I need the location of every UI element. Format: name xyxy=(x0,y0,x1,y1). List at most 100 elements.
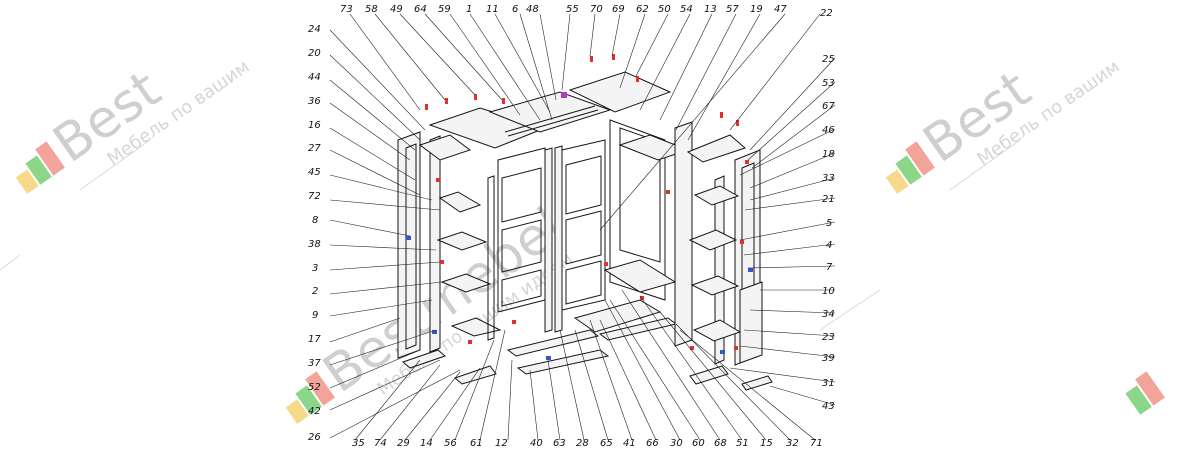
hw-red-marker xyxy=(640,296,644,300)
callout-label: 36 xyxy=(308,96,321,107)
watermark-left: Best Мебель по вашим xyxy=(15,56,253,194)
callout-label: 69 xyxy=(612,4,625,15)
callout-label: 4 xyxy=(826,240,832,251)
plinth-right xyxy=(741,375,773,391)
callout-label: 32 xyxy=(786,438,799,449)
door-left-panel-2 xyxy=(501,219,542,273)
callout-label: 70 xyxy=(590,4,603,15)
callout-label: 17 xyxy=(308,334,321,345)
right-back-panel xyxy=(609,119,666,301)
hw-red-marker xyxy=(734,346,738,350)
wardrobe-assembly xyxy=(329,13,836,441)
hw-red-marker xyxy=(502,98,505,104)
hw-blue-marker xyxy=(720,350,725,354)
callout-label: 53 xyxy=(822,78,835,89)
callout-label: 2 xyxy=(312,286,318,297)
watermark-rules xyxy=(0,139,1021,331)
right-shelf-unit xyxy=(688,149,773,391)
hw-red-marker xyxy=(440,260,444,264)
hw-red-marker xyxy=(720,112,723,118)
door-left-panel-1 xyxy=(501,167,542,223)
watermark-logo-green xyxy=(1125,385,1152,415)
center-door-right xyxy=(561,139,606,311)
callout-label: 49 xyxy=(390,4,403,15)
callout-label: 31 xyxy=(822,378,835,389)
hw-red-marker xyxy=(690,346,694,350)
hardware-markers xyxy=(406,54,753,360)
r-shelf-4 xyxy=(692,319,742,342)
hw-purple-marker xyxy=(561,92,567,98)
callout-label: 52 xyxy=(308,382,321,393)
top-panel-right xyxy=(568,71,672,113)
watermark-logo-red xyxy=(305,371,335,406)
door-right-frame xyxy=(561,139,606,311)
plinth-center-right xyxy=(516,349,610,375)
callout-label: 63 xyxy=(553,438,566,449)
callout-label: 34 xyxy=(822,309,835,320)
callout-label: 25 xyxy=(822,54,835,65)
r-shelf-3 xyxy=(690,275,740,296)
hw-blue-marker xyxy=(748,268,753,272)
center-post-left xyxy=(544,147,553,333)
callout-label: 66 xyxy=(646,438,659,449)
callout-label: 8 xyxy=(312,215,318,226)
callout-label: 46 xyxy=(822,125,835,136)
hw-blue-marker xyxy=(546,356,551,360)
callout-label: 72 xyxy=(308,191,321,202)
hw-red-marker xyxy=(745,160,749,164)
watermark-logo-green xyxy=(895,155,922,185)
callout-label: 30 xyxy=(670,438,683,449)
callout-label: 14 xyxy=(420,438,433,449)
callout-label: 20 xyxy=(308,48,321,59)
watermark-logo-yellow xyxy=(285,399,309,424)
callout-label: 67 xyxy=(822,101,835,112)
center-post-right xyxy=(554,145,563,333)
shelf-2 xyxy=(436,231,488,251)
callout-label: 24 xyxy=(308,24,321,35)
callout-label: 48 xyxy=(526,4,539,15)
hw-red-marker xyxy=(612,54,615,60)
hw-red-marker xyxy=(468,340,472,344)
watermark-logo-red xyxy=(35,141,65,176)
callouts-bottom: 35 74 29 14 56 61 12 40 63 28 65 41 66 3… xyxy=(352,438,823,449)
right-door xyxy=(674,121,693,347)
callout-label: 3 xyxy=(312,263,318,274)
plinth-left xyxy=(402,349,446,369)
hw-red-marker xyxy=(474,94,477,100)
hw-red-marker xyxy=(512,320,516,324)
door-left-panel-3 xyxy=(501,269,542,307)
callout-label: 62 xyxy=(636,4,649,15)
door-right-panel-1 xyxy=(565,155,602,215)
hw-red-marker xyxy=(636,76,639,82)
top-rail-inner xyxy=(507,109,599,137)
callout-label: 19 xyxy=(750,4,763,15)
corner-top-shelf xyxy=(686,134,746,163)
callout-label: 18 xyxy=(822,149,835,160)
watermark-logo-green xyxy=(295,385,322,415)
callout-label: 12 xyxy=(495,438,508,449)
callout-label: 43 xyxy=(822,401,835,412)
callouts-right: 25 53 67 46 18 33 21 5 4 7 10 34 23 39 3… xyxy=(822,54,835,412)
callout-label: 13 xyxy=(704,4,717,15)
top-rail xyxy=(504,105,596,133)
left-side-edge xyxy=(405,143,417,350)
left-upright xyxy=(429,135,441,353)
callout-label: 29 xyxy=(397,438,410,449)
watermark-logo-red xyxy=(905,141,935,176)
leader-lines xyxy=(329,13,836,441)
watermark-logo-yellow xyxy=(15,169,39,194)
hw-red-marker xyxy=(604,262,608,266)
callout-label: 37 xyxy=(308,358,321,369)
hw-red-marker xyxy=(740,240,744,244)
callout-label: 7 xyxy=(826,262,833,273)
callout-label: 23 xyxy=(822,332,835,343)
callout-label: 54 xyxy=(680,4,693,15)
callouts-left: 24 20 44 36 16 27 45 72 8 38 3 2 9 17 37… xyxy=(308,24,321,443)
callout-label: 73 xyxy=(340,4,353,15)
watermark-bottom-right xyxy=(1125,371,1165,415)
hw-red-marker xyxy=(590,56,593,62)
hw-blue-marker xyxy=(432,330,437,334)
callout-label: 6 xyxy=(512,4,518,15)
hw-red-marker xyxy=(425,104,428,110)
callout-label: 65 xyxy=(600,438,613,449)
